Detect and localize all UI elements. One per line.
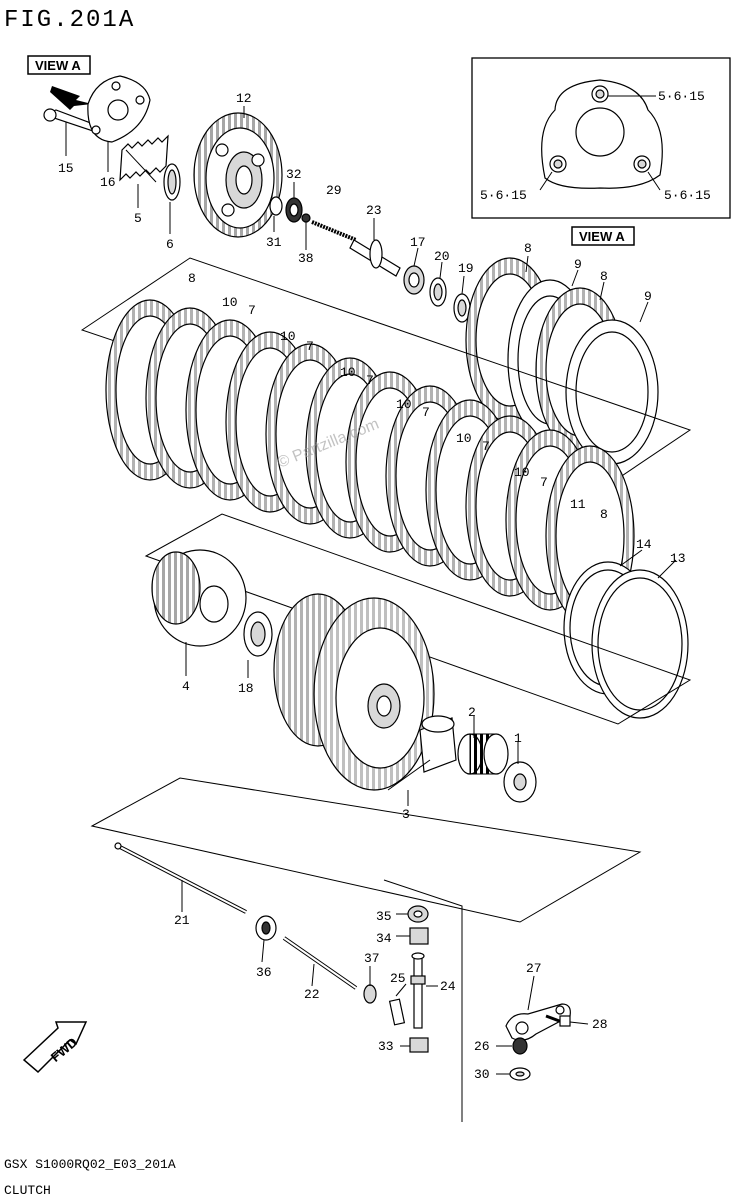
leader-lines <box>65 106 677 1075</box>
callout-8-upper-a: 8 <box>524 241 532 256</box>
pin-25 <box>388 998 406 1026</box>
callout-30: 30 <box>474 1067 490 1082</box>
ring-14-and-spring-13 <box>563 561 689 719</box>
callout-4: 4 <box>182 679 190 694</box>
bearing-34 <box>409 927 429 945</box>
callout-32: 32 <box>286 167 302 182</box>
callout-13: 13 <box>670 551 686 566</box>
callout-10-f: 10 <box>514 465 530 480</box>
release-shaft-24 <box>410 952 426 1029</box>
view-direction-arrow-icon <box>50 86 92 110</box>
needle-bearing-2 <box>457 733 509 775</box>
callout-10-c: 10 <box>340 365 356 380</box>
callout-22: 22 <box>304 987 320 1002</box>
callout-35: 35 <box>376 909 392 924</box>
callout-7-e: 7 <box>482 439 490 454</box>
callout-28: 28 <box>592 1017 608 1032</box>
o-ring-37 <box>363 984 377 1004</box>
callout-15: 15 <box>58 161 74 176</box>
main-clutch-plate-stack: © Partzilla.com <box>105 299 635 627</box>
callout-34: 34 <box>376 931 392 946</box>
inset-view-a-tag: VIEW A <box>571 226 635 246</box>
bearing-33 <box>409 1037 429 1053</box>
release-group-outline <box>90 777 642 923</box>
view-a-tag-label: VIEW A <box>35 58 81 73</box>
pressure-plate-12 <box>193 112 283 238</box>
bolt-spec-top: 5·6·15 <box>658 89 705 104</box>
footer-section-name: CLUTCH <box>4 1183 51 1198</box>
pressure-plate-group <box>43 75 471 323</box>
callout-7-c: 7 <box>366 373 374 388</box>
primary-driven-gear-3 <box>273 593 435 791</box>
callout-6: 6 <box>166 237 174 252</box>
push-rod-21 <box>114 842 247 914</box>
callout-12: 12 <box>236 91 252 106</box>
callout-36: 36 <box>256 965 272 980</box>
callout-9-upper-a: 9 <box>574 257 582 272</box>
ball-38 <box>301 213 311 223</box>
callout-9-upper-b: 9 <box>644 289 652 304</box>
callout-11: 11 <box>570 497 586 512</box>
callout-16: 16 <box>100 175 116 190</box>
bracket-line <box>383 879 463 1122</box>
push-rod-22 <box>282 936 358 990</box>
callout-5: 5 <box>134 211 142 226</box>
callout-14: 14 <box>636 537 652 552</box>
callout-24: 24 <box>440 979 456 994</box>
callout-33: 33 <box>378 1039 394 1054</box>
callout-26: 26 <box>474 1039 490 1054</box>
ring-31 <box>269 196 283 216</box>
callout-8-lower: 8 <box>600 507 608 522</box>
callout-7-d: 7 <box>422 405 430 420</box>
bolt-spec-left: 5·6·15 <box>480 188 527 203</box>
fwd-arrow-icon: FWD <box>22 1021 88 1074</box>
bolt-28 <box>545 1014 571 1027</box>
callout-17: 17 <box>410 235 426 250</box>
callout-29: 29 <box>326 183 342 198</box>
callouts: 12 32 29 15 16 5 6 31 38 23 17 20 19 8 9… <box>58 91 686 1082</box>
bolt-spec-right: 5·6·15 <box>664 188 711 203</box>
callout-27: 27 <box>526 961 542 976</box>
upper-right-plate-stack <box>465 257 659 465</box>
spring-5 <box>119 134 169 183</box>
callout-8-upper-b: 8 <box>600 269 608 284</box>
push-rod-29 <box>311 220 357 242</box>
nut-26 <box>512 1037 528 1055</box>
inset-view-a: 5·6·15 5·6·15 5·6·15 <box>471 57 731 219</box>
hub-group-outline <box>144 513 692 725</box>
callout-8-stack: 8 <box>188 271 196 286</box>
callout-31: 31 <box>266 235 282 250</box>
callout-21: 21 <box>174 913 190 928</box>
callout-3: 3 <box>402 807 410 822</box>
callout-2: 2 <box>468 705 476 720</box>
figure-title: FIG.201A <box>4 7 135 34</box>
callout-10-e: 10 <box>456 431 472 446</box>
callout-23: 23 <box>366 203 382 218</box>
callout-7-a: 7 <box>248 303 256 318</box>
sleeve-hub-4 <box>151 549 247 647</box>
callout-1: 1 <box>514 731 522 746</box>
callout-7-f: 7 <box>540 475 548 490</box>
callout-10-d: 10 <box>396 397 412 412</box>
view-a-tag: VIEW A <box>27 55 92 110</box>
footer-model-code: GSX S1000RQ02_E03_201A <box>4 1157 176 1172</box>
callout-10-b: 10 <box>280 329 296 344</box>
callout-7-b: 7 <box>306 339 314 354</box>
callout-19: 19 <box>458 261 474 276</box>
inset-view-a-tag-label: VIEW A <box>579 229 625 244</box>
callout-37: 37 <box>364 951 380 966</box>
callout-20: 20 <box>434 249 450 264</box>
callout-38: 38 <box>298 251 314 266</box>
callout-25: 25 <box>390 971 406 986</box>
callout-10-a: 10 <box>222 295 238 310</box>
callout-18: 18 <box>238 681 254 696</box>
